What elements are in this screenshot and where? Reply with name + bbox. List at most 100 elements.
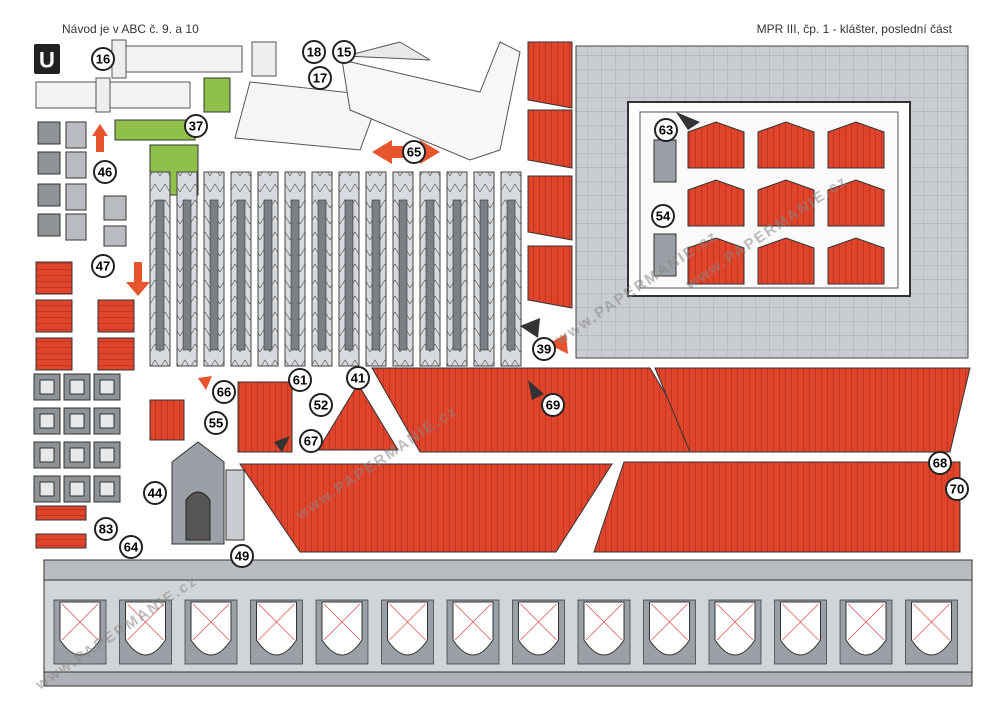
framed-square	[63, 475, 91, 503]
svg-text:46: 46	[98, 165, 112, 180]
roof-strip-pieces	[527, 41, 573, 309]
part-number-37: 37	[184, 114, 208, 138]
part-number-52: 52	[309, 393, 333, 417]
svg-text:69: 69	[546, 398, 560, 413]
column-strip	[419, 171, 441, 367]
column-strip	[365, 171, 387, 367]
framed-square	[93, 475, 121, 503]
part-number-67: 67	[299, 429, 323, 453]
framed-square	[63, 441, 91, 469]
svg-text:37: 37	[189, 119, 203, 134]
part-number-17: 17	[308, 66, 332, 90]
part-number-63: 63	[654, 118, 678, 142]
framed-square	[93, 441, 121, 469]
part-number-54: 54	[651, 204, 675, 228]
gray-block-piece	[653, 233, 677, 277]
arcade-arches	[53, 599, 958, 665]
arcade-arch	[708, 599, 762, 665]
svg-text:66: 66	[217, 385, 231, 400]
gable-roof	[827, 237, 885, 285]
part-number-65: 65	[402, 140, 426, 164]
svg-text:55: 55	[209, 416, 223, 431]
part-number-70: 70	[945, 477, 969, 501]
svg-text:65: 65	[407, 145, 421, 160]
arcade-arch	[184, 599, 238, 665]
part-number-66: 66	[212, 380, 236, 404]
column-strip	[176, 171, 198, 367]
gable-roof	[757, 121, 815, 169]
column-strip	[203, 171, 225, 367]
arcade-arch	[250, 599, 303, 665]
svg-text:83: 83	[99, 522, 113, 537]
arcade-arch	[315, 599, 369, 665]
arcade-arch	[446, 599, 500, 665]
part-number-16: 16	[91, 47, 115, 71]
gable-roof	[827, 179, 885, 227]
framed-square	[33, 373, 61, 401]
part-number-69: 69	[541, 393, 565, 417]
svg-text:16: 16	[96, 52, 110, 67]
svg-text:64: 64	[124, 540, 139, 555]
arcade-arch	[839, 599, 893, 665]
column-strip	[338, 171, 360, 367]
gable-roof	[757, 237, 815, 285]
svg-text:44: 44	[148, 486, 163, 501]
column-strip	[311, 171, 333, 367]
svg-text:39: 39	[537, 342, 551, 357]
column-strip	[446, 171, 468, 367]
arcade-arch	[119, 599, 172, 665]
framed-square	[93, 407, 121, 435]
part-number-55: 55	[204, 411, 228, 435]
column-strip	[230, 171, 252, 367]
arcade-arch	[774, 599, 827, 665]
part-number-47: 47	[91, 254, 115, 278]
part-number-39: 39	[532, 337, 556, 361]
part-number-83: 83	[94, 517, 118, 541]
arcade-arch	[512, 599, 565, 665]
part-number-46: 46	[93, 160, 117, 184]
gothic-window-piece	[171, 441, 245, 545]
column-strip	[392, 171, 414, 367]
red-window-pieces	[35, 261, 135, 549]
svg-text:17: 17	[313, 71, 327, 86]
svg-text:41: 41	[351, 371, 365, 386]
arcade-arch	[577, 599, 631, 665]
white-wall-parts	[35, 39, 521, 161]
svg-text:52: 52	[314, 398, 328, 413]
framed-square-pieces	[33, 373, 121, 503]
svg-text:15: 15	[337, 45, 351, 60]
arcade-arch	[643, 599, 696, 665]
sheet-letter: U	[39, 48, 55, 73]
column-strip	[473, 171, 495, 367]
gable-roof	[687, 237, 745, 285]
column-strip	[257, 171, 279, 367]
header-title: MPR III, čp. 1 - klášter, poslední část	[756, 22, 952, 36]
column-strip	[500, 171, 522, 367]
framed-square	[33, 475, 61, 503]
large-roof-pieces	[149, 367, 971, 553]
part-number-41: 41	[346, 366, 370, 390]
part-number-labels: 16 18 17 15 37 46 65 47 63 54 39 66 61 41 52 69 55 67 44 68…	[91, 40, 969, 568]
part-number-49: 49	[230, 544, 254, 568]
svg-text:49: 49	[235, 549, 249, 564]
framed-square	[63, 373, 91, 401]
svg-text:54: 54	[656, 209, 671, 224]
svg-text:67: 67	[304, 434, 318, 449]
gable-roof	[757, 179, 815, 227]
framed-square	[33, 407, 61, 435]
gable-roof	[827, 121, 885, 169]
part-number-18: 18	[302, 40, 326, 64]
part-number-64: 64	[119, 535, 143, 559]
header-instructions: Návod je v ABC č. 9. a 10	[62, 22, 199, 36]
gable-roof	[687, 179, 745, 227]
svg-text:68: 68	[933, 456, 947, 471]
sheet-letter-box	[34, 44, 60, 74]
svg-text:61: 61	[293, 373, 307, 388]
gray-block-piece	[653, 139, 677, 183]
part-number-44: 44	[143, 481, 167, 505]
framed-square	[63, 407, 91, 435]
framed-square	[33, 441, 61, 469]
arcade-arch	[381, 599, 434, 665]
svg-text:47: 47	[96, 259, 110, 274]
